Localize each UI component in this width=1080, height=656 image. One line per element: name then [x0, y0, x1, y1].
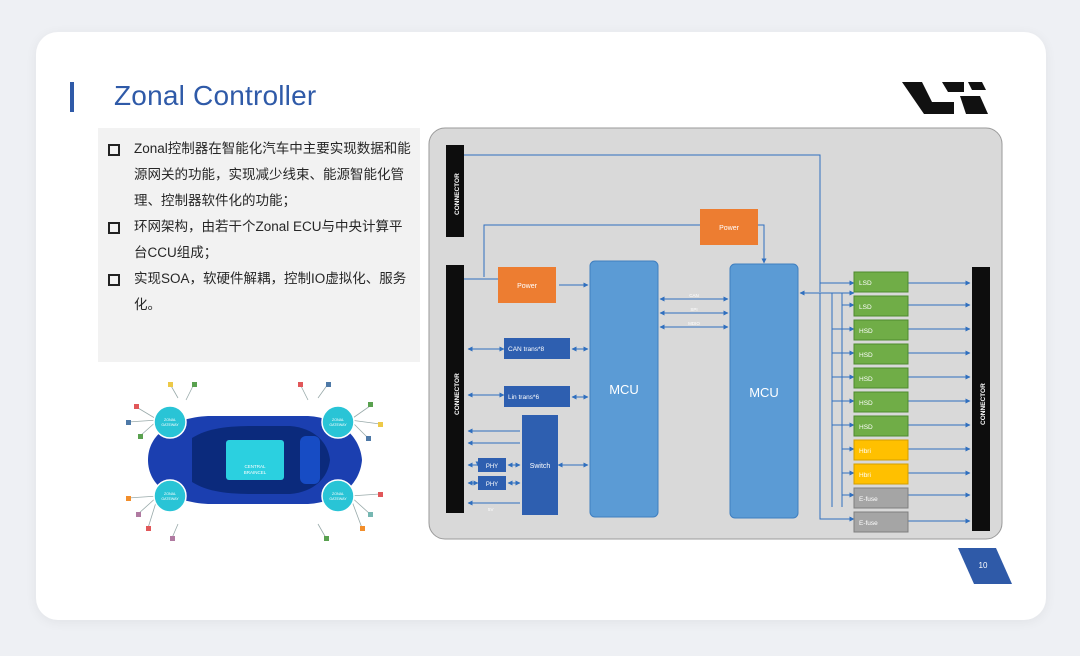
power-block	[700, 209, 758, 245]
connector-left	[446, 265, 464, 513]
can-label: CAN trans*8	[508, 346, 545, 353]
power-label: Power	[719, 225, 740, 232]
connector-label: CONNECTOR	[454, 173, 461, 215]
lin-transceiver-block	[504, 386, 570, 407]
bullet-item: 实现SOA，软硬件解耦，控制IO虚拟化、服务化。	[108, 266, 412, 318]
mcu-block-left	[589, 260, 659, 518]
output-driver-block	[853, 271, 909, 293]
output-driver-block	[853, 343, 909, 365]
zonal-controller-block-diagram: CONNECTOR CONNECTOR CONNECTOR	[428, 127, 1003, 540]
output-driver-label: HSD	[859, 352, 873, 359]
output-driver-block	[853, 295, 909, 317]
text-panel: Zonal控制器在智能化汽车中主要实现数据和能源网关的功能，实现减少线束、能源智…	[98, 128, 420, 362]
car-windshield	[300, 436, 320, 484]
slide-title: Zonal Controller	[114, 80, 317, 111]
wiring-lines	[127, 383, 381, 539]
zonal-label: ZONAL	[332, 492, 344, 496]
square-bullet-icon	[108, 144, 120, 156]
mcu-label: MCU	[609, 382, 639, 397]
output-driver-label: HSD	[859, 400, 873, 407]
output-driver-column: LSDLSDHSDHSDHSDHSDHSDHbriHbriE-fuseE-fus…	[853, 271, 909, 533]
phy-label: PHY	[486, 482, 498, 488]
title-accent-bar	[70, 82, 74, 112]
connector-label: CONNECTOR	[980, 383, 987, 425]
brand-logo	[902, 82, 988, 114]
mcu-label: MCU	[749, 385, 779, 400]
phy-block	[478, 476, 506, 490]
diagram-background	[428, 127, 1003, 540]
output-driver-label: HSD	[859, 328, 873, 335]
connector-top-left	[446, 145, 464, 237]
bullet-item: Zonal控制器在智能化汽车中主要实现数据和能源网关的功能，实现减少线束、能源智…	[108, 136, 412, 214]
output-driver-block	[853, 367, 909, 389]
mcu-block-right	[729, 263, 799, 519]
output-driver-block	[853, 511, 909, 533]
output-driver-label: Hbri	[859, 472, 871, 479]
central-label: BRAINCEL	[244, 470, 267, 475]
bus-label: MDIO	[688, 321, 700, 326]
bus-label: SPI	[690, 307, 697, 312]
output-driver-block	[853, 415, 909, 437]
lin-label: Lin trans*6	[508, 394, 539, 401]
zonal-label: GATEWAY	[329, 423, 347, 427]
output-driver-label: HSD	[859, 424, 873, 431]
output-driver-label: E-fuse	[859, 520, 878, 527]
zonal-label: ZONAL	[164, 418, 176, 422]
power-block	[498, 267, 556, 303]
central-brain-box	[226, 440, 284, 480]
output-driver-block	[853, 439, 909, 461]
small-label: 5V	[488, 507, 494, 512]
switch-block	[522, 415, 558, 515]
output-driver-block	[853, 319, 909, 341]
output-driver-label: HSD	[859, 376, 873, 383]
bullet-text: 环网架构，由若干个Zonal ECU与中央计算平台CCU组成；	[134, 219, 403, 260]
output-arrows	[820, 280, 971, 524]
zonal-label: ZONAL	[332, 418, 344, 422]
zonal-gateway-nodes	[153, 405, 355, 513]
page-number: 10	[979, 561, 988, 570]
output-driver-label: Hbri	[859, 448, 871, 455]
output-driver-block	[853, 391, 909, 413]
square-bullet-icon	[108, 274, 120, 286]
output-driver-block	[853, 487, 909, 509]
car-zonal-illustration: CENTRAL BRAINCEL ZONAL GATEWAY ZONAL GAT…	[126, 382, 383, 541]
switch-label: Switch	[530, 463, 551, 470]
output-driver-label: E-fuse	[859, 496, 878, 503]
can-transceiver-block	[504, 338, 570, 359]
bullet-text: 实现SOA，软硬件解耦，控制IO虚拟化、服务化。	[134, 271, 407, 312]
page-number-badge: 10	[958, 548, 1012, 584]
output-driver-label: LSD	[859, 304, 872, 311]
output-driver-block	[853, 463, 909, 485]
zonal-label: GATEWAY	[161, 423, 179, 427]
bullet-list: Zonal控制器在智能化汽车中主要实现数据和能源网关的功能，实现减少线束、能源智…	[98, 128, 420, 318]
connector-right	[972, 267, 990, 531]
zonal-label: GATEWAY	[329, 497, 347, 501]
phy-block	[478, 458, 506, 472]
central-label: CENTRAL	[244, 464, 266, 469]
sensor-dots	[126, 382, 383, 541]
phy-label: PHY	[486, 464, 498, 470]
zonal-label: GATEWAY	[161, 497, 179, 501]
bullet-text: Zonal控制器在智能化汽车中主要实现数据和能源网关的功能，实现减少线束、能源智…	[134, 141, 411, 208]
connector-label: CONNECTOR	[454, 373, 461, 415]
zonal-label: ZONAL	[164, 492, 176, 496]
square-bullet-icon	[108, 222, 120, 234]
bus-label: CAN	[689, 293, 699, 298]
power-label: Power	[517, 283, 538, 290]
bullet-item: 环网架构，由若干个Zonal ECU与中央计算平台CCU组成；	[108, 214, 412, 266]
output-driver-label: LSD	[859, 280, 872, 287]
